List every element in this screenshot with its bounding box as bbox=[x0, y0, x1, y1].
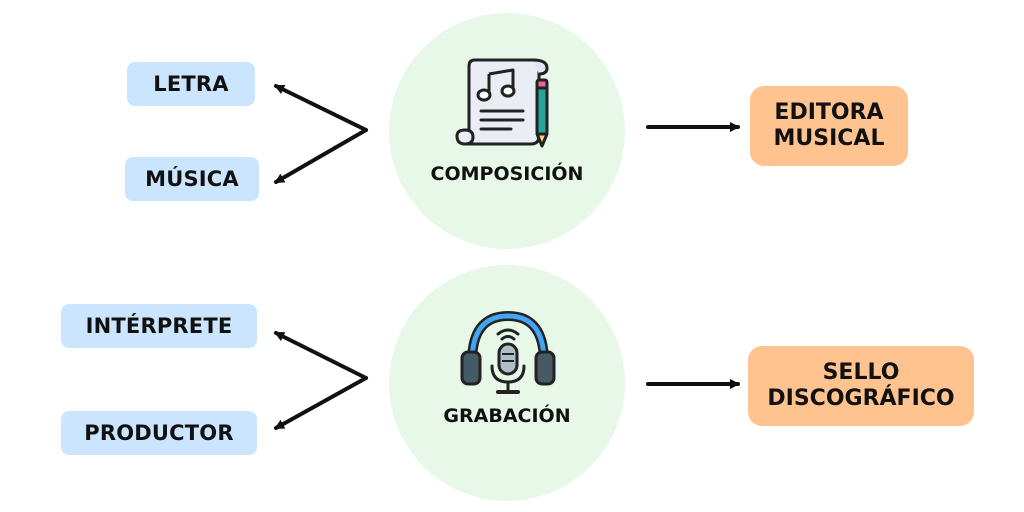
grabacion-label: GRABACIÓN bbox=[443, 405, 571, 427]
target-box-sello-discografico: SELLO DISCOGRÁFICO bbox=[748, 346, 974, 426]
music-sheet-pencil-icon bbox=[455, 58, 549, 148]
target-line-2: MUSICAL bbox=[773, 126, 885, 151]
headphones-microphone-icon bbox=[460, 310, 556, 394]
source-box-interprete: INTÉRPRETE bbox=[61, 304, 257, 348]
source-box-letra: LETRA bbox=[127, 62, 255, 106]
target-line-1: SELLO bbox=[822, 360, 900, 385]
arrow-composicion-to-letra bbox=[274, 84, 368, 132]
source-box-productor: PRODUCTOR bbox=[61, 411, 257, 455]
arrow-grabacion-to-productor bbox=[274, 376, 368, 430]
target-line-1: EDITORA bbox=[774, 100, 884, 125]
arrow-composicion-to-musica bbox=[274, 128, 368, 184]
target-line-2: DISCOGRÁFICO bbox=[767, 386, 955, 411]
arrow-grabacion-to-interprete bbox=[274, 331, 368, 380]
composicion-label: COMPOSICIÓN bbox=[430, 163, 584, 185]
target-box-editora-musical: EDITORA MUSICAL bbox=[750, 86, 908, 166]
source-box-musica: MÚSICA bbox=[125, 157, 259, 201]
